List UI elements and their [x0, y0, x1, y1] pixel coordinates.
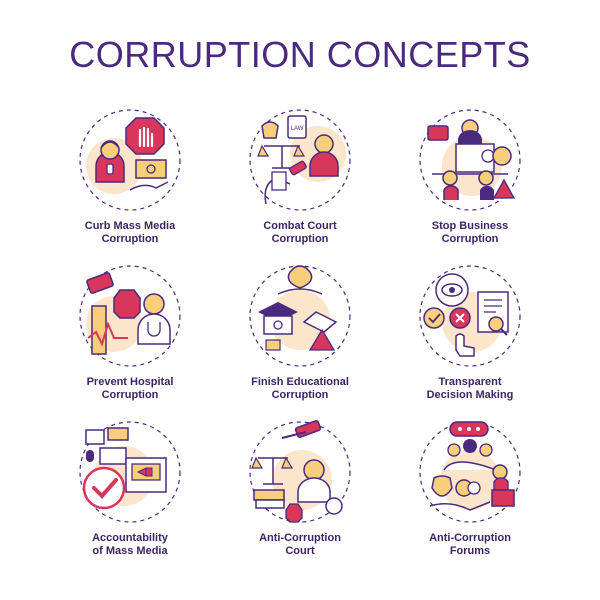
accountability-media-icon: [79, 421, 181, 523]
anti-corruption-forums-icon: [419, 421, 521, 523]
combat-court-icon: LAW: [249, 109, 351, 211]
page-title: CORRUPTION CONCEPTS: [69, 34, 531, 75]
transparent-decision-icon: [419, 265, 521, 367]
anti-corruption-court-icon: [249, 420, 351, 523]
finish-educational-icon: [249, 265, 351, 367]
svg-text:LAW: LAW: [291, 126, 304, 132]
curb-mass-media-icon: [79, 109, 181, 211]
prevent-hospital-icon: [79, 265, 181, 367]
stop-business-icon: [419, 109, 521, 211]
